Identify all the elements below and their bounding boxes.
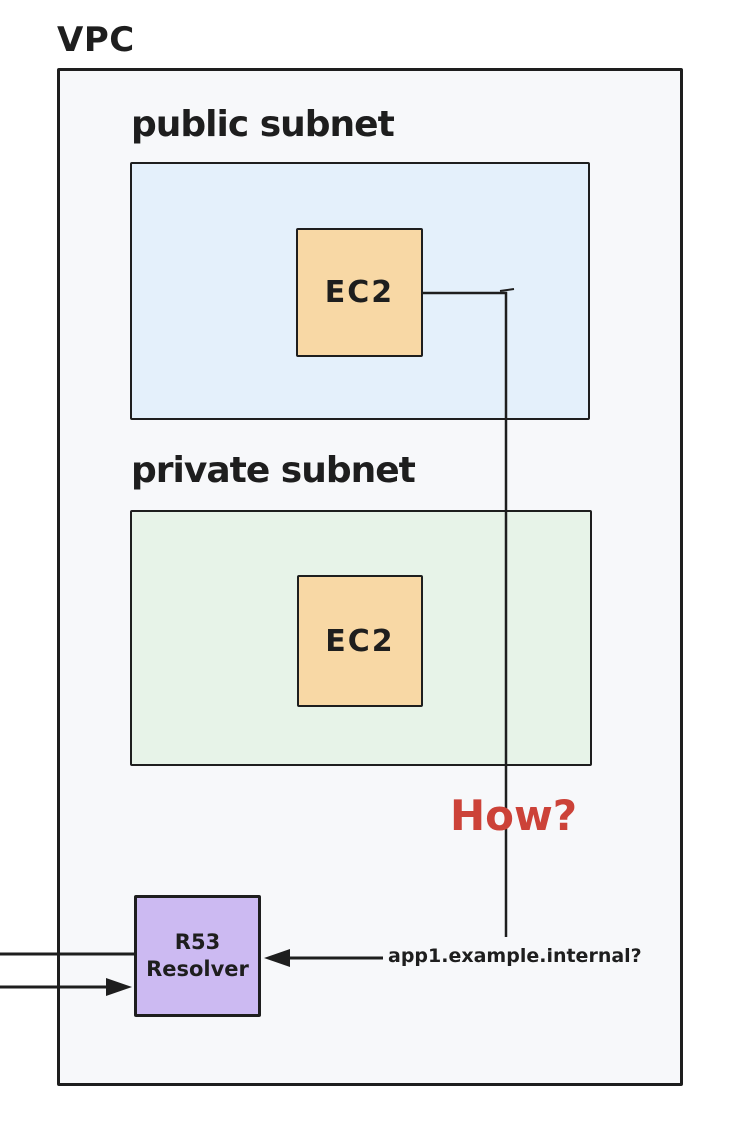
r53-resolver-node: R53 Resolver [134, 895, 261, 1017]
how-annotation: How? [450, 791, 578, 840]
r53-resolver-label-line2: Resolver [146, 957, 249, 981]
ec2-private-node: EC2 [297, 575, 423, 707]
private-subnet-label: private subnet [131, 450, 416, 491]
dns-query-label: app1.example.internal? [388, 945, 642, 967]
r53-resolver-label-line1: R53 [174, 930, 221, 954]
ec2-public-label: EC2 [324, 275, 395, 310]
ec2-private-label: EC2 [325, 623, 395, 659]
ec2-public-node: EC2 [296, 228, 423, 357]
public-subnet-label: public subnet [131, 104, 395, 145]
vpc-label: VPC [57, 20, 135, 60]
